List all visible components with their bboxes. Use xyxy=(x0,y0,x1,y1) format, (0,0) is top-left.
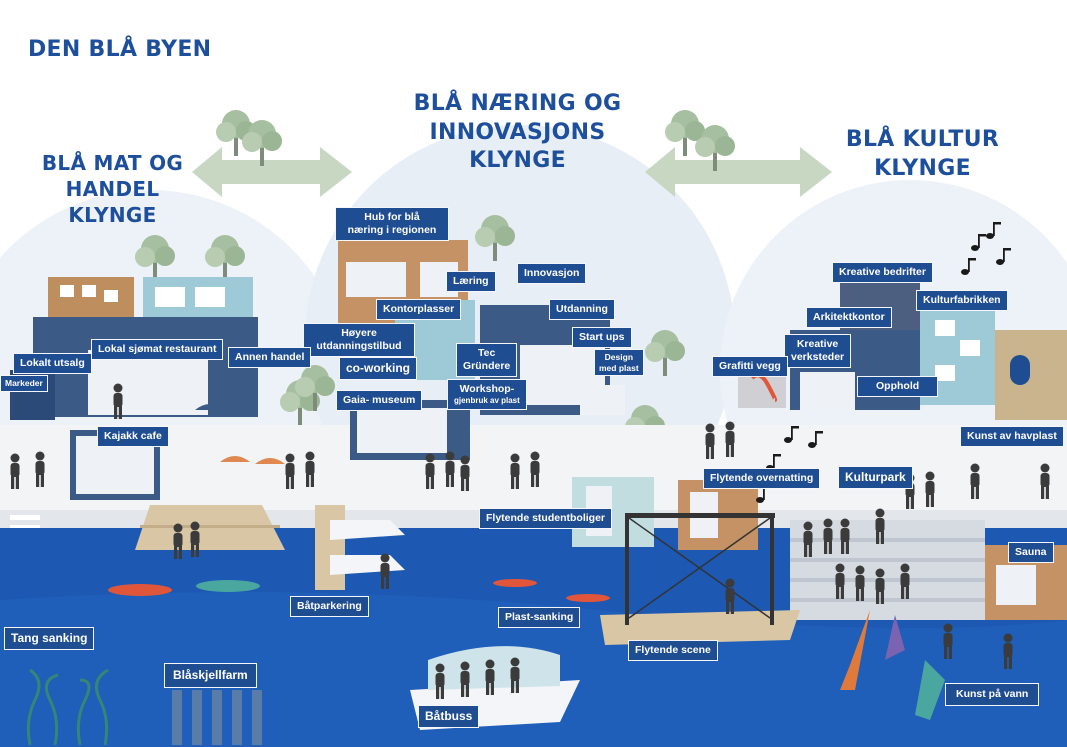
label-plast-sanking: Plast-sanking xyxy=(498,607,581,629)
mussel-farm xyxy=(172,690,262,745)
label-hub-line1: Hub for blå xyxy=(364,211,420,223)
label-utdanning: Utdanning xyxy=(549,299,615,321)
main-title: DEN BLÅ BYEN xyxy=(28,37,212,62)
label-kreative-verksteder-line2: verksteder xyxy=(791,351,845,364)
label-tec: Tec Gründere xyxy=(456,343,518,378)
double-arrow-icon-left xyxy=(192,147,352,197)
label-markeder: Markeder xyxy=(0,375,48,392)
label-workshop-line2: gjenbruk av plast xyxy=(454,396,520,406)
label-start-ups: Start ups xyxy=(572,327,632,349)
label-kajakk: Kajakk cafe xyxy=(97,426,169,448)
label-flytende-overnatting: Flytende overnatting xyxy=(703,468,821,490)
label-design-line1: Design xyxy=(604,352,634,362)
label-kunst-havplast: Kunst av havplast xyxy=(960,426,1064,448)
label-lokal-sjomat: Lokal sjømat restaurant xyxy=(91,339,224,361)
double-arrow-icon-right xyxy=(645,147,832,197)
seating-steps xyxy=(790,520,985,620)
seaweed-farm xyxy=(26,668,109,746)
kayak-icons xyxy=(108,579,610,602)
cluster-title-mat-line1: BLÅ MAT OG xyxy=(41,151,184,175)
label-flytende-scene: Flytende scene xyxy=(628,640,718,662)
label-kreative-verksteder-line1: Kreative xyxy=(796,338,839,350)
cluster-title-mat: BLÅ MAT OG HANDEL KLYNGE xyxy=(25,150,200,228)
cluster-title-naering: BLÅ NÆRING OG INNOVASJONS KLYNGE xyxy=(390,90,645,176)
label-kunst-pa-vann: Kunst på vann xyxy=(945,683,1040,707)
label-kontorplasser: Kontorplasser xyxy=(376,299,462,321)
cluster-title-naering-line1: BLÅ NÆRING OG xyxy=(413,91,622,116)
cluster-title-kultur-line1: BLÅ KULTUR xyxy=(845,127,1000,152)
label-design: Design med plast xyxy=(594,349,644,377)
label-batbuss: Båtbuss xyxy=(418,705,480,728)
label-hoyere-line2: utdanningstilbud xyxy=(316,340,402,353)
label-sauna: Sauna xyxy=(1008,542,1054,564)
label-workshop: Workshop- gjenbruk av plast xyxy=(447,379,527,411)
label-opphold: Opphold xyxy=(857,376,939,398)
label-tec-line1: Tec xyxy=(477,347,496,359)
label-kreative-verksteder: Kreative verksteder xyxy=(784,334,852,369)
label-blaskjellfarm: Blåskjellfarm xyxy=(164,663,257,688)
label-kulturfabrikken: Kulturfabrikken xyxy=(916,290,1008,312)
cluster-title-mat-line2: HANDEL KLYNGE xyxy=(65,177,160,227)
label-gaia: Gaia- museum xyxy=(336,390,423,412)
cluster-title-kultur: BLÅ KULTUR KLYNGE xyxy=(835,126,1010,183)
label-batparkering: Båtparkering xyxy=(290,596,369,618)
label-innovasjon: Innovasjon xyxy=(517,263,587,285)
sculpture-icons xyxy=(840,610,945,720)
stage-icon xyxy=(600,513,800,645)
cluster-title-naering-line2: INNOVASJONS KLYNGE xyxy=(429,119,606,174)
label-co-working: co-working xyxy=(339,357,418,380)
label-lokalt-utsalg: Lokalt utsalg xyxy=(13,353,92,375)
label-tec-line2: Gründere xyxy=(463,360,511,373)
label-grafitti: Grafitti vegg xyxy=(712,356,788,378)
label-hub-line2: næring i regionen xyxy=(347,224,437,237)
label-hub: Hub for blå næring i regionen xyxy=(335,207,449,242)
cluster-title-kultur-line2: KLYNGE xyxy=(874,155,971,181)
label-arkitektkontor: Arkitektkontor xyxy=(806,307,892,329)
label-laering: Læring xyxy=(446,271,496,293)
label-flytende-studentboliger: Flytende studentboliger xyxy=(479,508,613,530)
label-hoyere-line1: Høyere xyxy=(341,327,377,339)
umbrella-icons xyxy=(195,404,285,464)
label-hoyere: Høyere utdanningstilbud xyxy=(303,323,415,358)
label-workshop-line1: Workshop- xyxy=(459,383,515,395)
label-kulturpark: Kulturpark xyxy=(838,466,913,489)
label-annen-handel: Annen handel xyxy=(228,347,312,369)
label-design-line2: med plast xyxy=(599,362,639,373)
label-tang-sanking: Tang sanking xyxy=(4,627,95,650)
label-kreative-bedrifter: Kreative bedrifter xyxy=(832,262,933,284)
